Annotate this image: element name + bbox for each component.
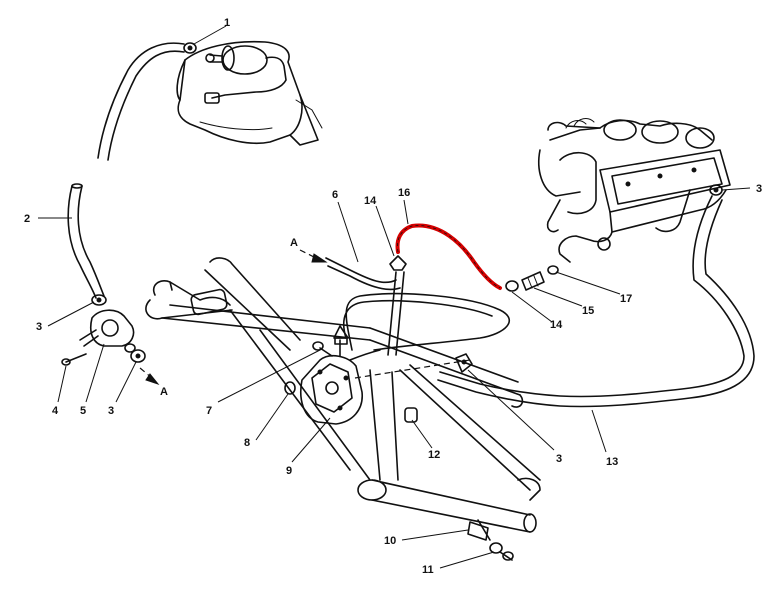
label-13: 13 bbox=[606, 456, 618, 468]
callout-labels: 1 2 3 4 5 3 7 8 9 12 3 13 10 11 6 14 16 … bbox=[24, 17, 762, 576]
arrow-a-top-label: A bbox=[290, 237, 298, 249]
nut-8 bbox=[284, 381, 296, 395]
hose-13 bbox=[437, 195, 755, 408]
label-2: 2 bbox=[24, 213, 30, 225]
clamp-3a bbox=[91, 294, 107, 306]
label-6: 6 bbox=[332, 189, 338, 201]
clip-14b bbox=[505, 280, 519, 292]
carburetor-assembly bbox=[538, 118, 731, 263]
tank-hose-upper bbox=[97, 42, 185, 159]
washer-17 bbox=[547, 265, 559, 275]
fuel-filter bbox=[204, 45, 287, 104]
label-9: 9 bbox=[286, 465, 292, 477]
label-10: 10 bbox=[384, 535, 396, 547]
clamp-3b bbox=[130, 349, 146, 363]
label-1: 1 bbox=[224, 17, 230, 29]
clamp-3d bbox=[455, 353, 473, 373]
clip-14a bbox=[389, 255, 407, 271]
fuel-valve-5 bbox=[79, 309, 136, 353]
hose-16-highlighted bbox=[395, 223, 502, 290]
pump-outlet-hose bbox=[342, 292, 511, 351]
label-11: 11 bbox=[422, 564, 434, 576]
clamp-1 bbox=[183, 42, 197, 54]
label-3b: 3 bbox=[108, 405, 114, 417]
hose-6 bbox=[325, 257, 401, 291]
collar-12 bbox=[404, 407, 418, 423]
arrow-a-left-label: A bbox=[160, 386, 168, 398]
frame bbox=[145, 257, 541, 533]
label-3a: 3 bbox=[36, 321, 42, 333]
label-12: 12 bbox=[428, 449, 440, 461]
union-15 bbox=[521, 271, 545, 291]
vacuum-line bbox=[387, 271, 397, 356]
label-5: 5 bbox=[80, 405, 86, 417]
fuel-tank bbox=[176, 40, 323, 146]
label-4: 4 bbox=[52, 405, 59, 417]
bolt-7 bbox=[312, 341, 333, 357]
screw-4 bbox=[61, 353, 87, 366]
nut-11 bbox=[489, 542, 514, 561]
label-16: 16 bbox=[398, 187, 410, 199]
arrow-a-left: A bbox=[139, 367, 168, 398]
label-14a: 14 bbox=[364, 195, 377, 207]
label-17: 17 bbox=[620, 293, 632, 305]
label-7: 7 bbox=[206, 405, 212, 417]
leader-lines bbox=[38, 25, 751, 569]
clamp-3e bbox=[709, 184, 723, 196]
label-8: 8 bbox=[244, 437, 250, 449]
label-14b: 14 bbox=[550, 319, 563, 331]
fuel-pump-9 bbox=[300, 339, 381, 425]
bolt-10 bbox=[467, 519, 491, 541]
arrow-a-top: A bbox=[290, 237, 328, 263]
label-3d: 3 bbox=[556, 453, 562, 465]
label-3e: 3 bbox=[756, 183, 762, 195]
hose-2 bbox=[67, 183, 105, 299]
label-15: 15 bbox=[582, 305, 594, 317]
